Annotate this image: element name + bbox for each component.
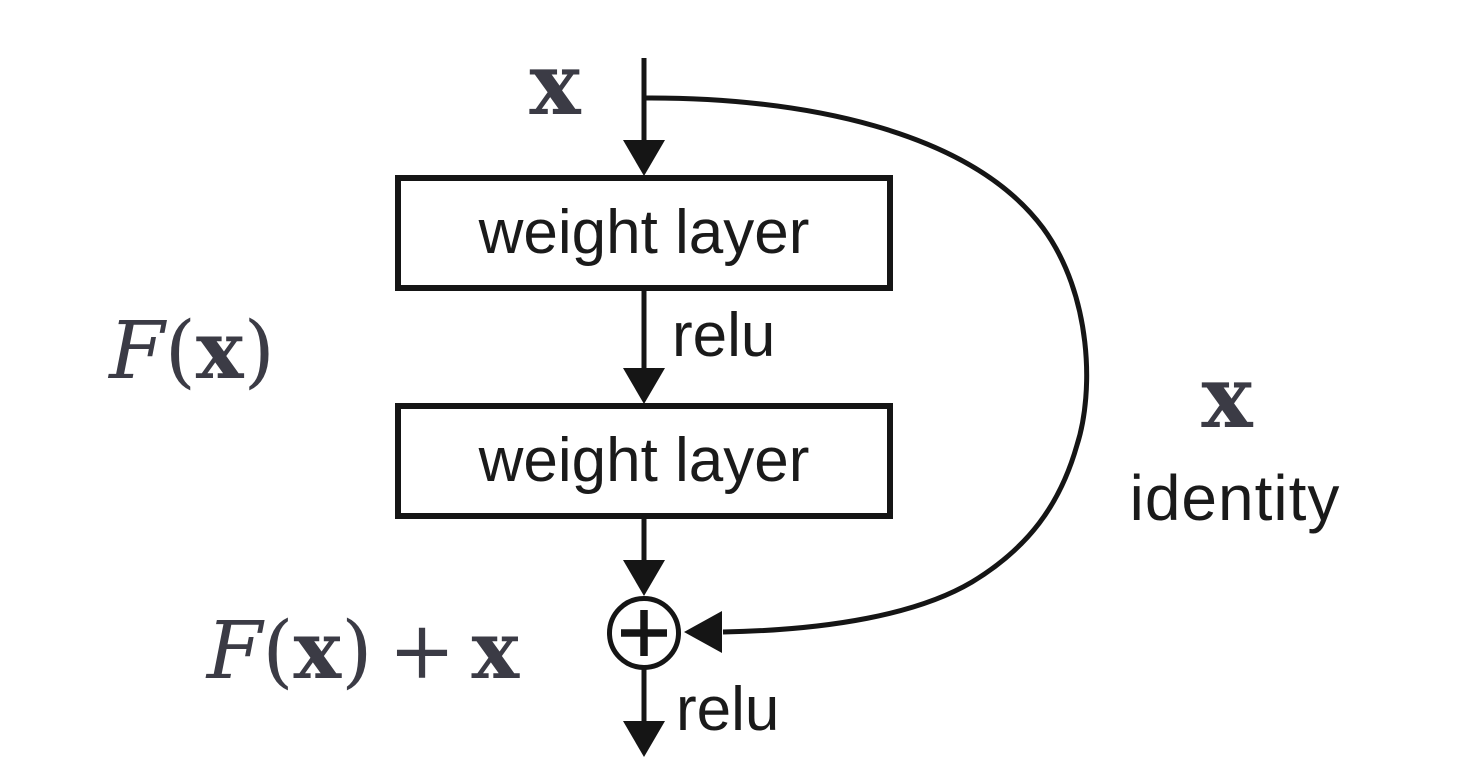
weight-layer-2-box: weight layer — [395, 403, 893, 519]
arrowhead-output — [623, 721, 665, 757]
plus-operator: + — [388, 604, 456, 697]
arrowhead-into-add-node — [623, 560, 665, 596]
paren-open: ( — [262, 604, 294, 697]
identity-label: identity — [1129, 462, 1341, 534]
residual-function-label: F(x) — [52, 290, 332, 410]
arrowhead-into-weight-layer-2 — [623, 368, 665, 404]
bold-x: x — [471, 603, 520, 697]
script-f: F — [206, 604, 263, 697]
bold-x: x — [195, 303, 244, 397]
paren-close: ) — [243, 304, 275, 397]
paren-open: ( — [164, 304, 196, 397]
residual-sum-label: F(x)+x — [143, 590, 583, 710]
relu-mid-label: relu — [672, 301, 776, 370]
skip-x-label: x — [1201, 347, 1253, 448]
paren-close: ) — [341, 604, 373, 697]
add-symbol: + — [607, 596, 608, 597]
arrowhead-skip-into-add-node — [684, 611, 722, 653]
script-f: F — [109, 304, 165, 397]
input-x-label: x — [529, 34, 581, 135]
bold-x: x — [293, 603, 342, 697]
relu-output-label: relu — [676, 675, 780, 744]
weight-layer-1-label: weight layer — [478, 198, 810, 267]
skip-connection-curve — [643, 95, 1090, 635]
weight-layer-2-label: weight layer — [478, 426, 810, 495]
weight-layer-1-box: weight layer — [395, 175, 893, 291]
add-node: + — [607, 596, 681, 670]
arrowhead-into-weight-layer-1 — [623, 140, 665, 176]
